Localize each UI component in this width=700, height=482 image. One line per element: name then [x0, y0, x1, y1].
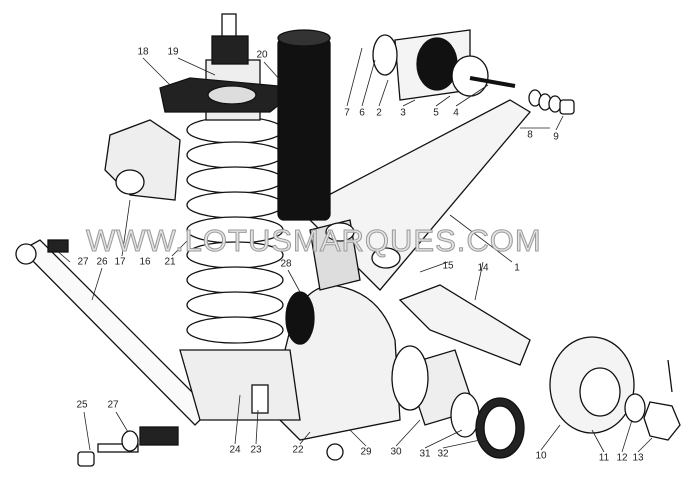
washer	[121, 430, 139, 452]
damper-top	[211, 35, 249, 65]
bump-stop-tube	[277, 37, 331, 221]
watermark: WWW.LOTUSMARQUES.COM	[86, 223, 542, 259]
nut	[77, 451, 95, 467]
uj-cross	[371, 247, 401, 269]
bolt	[97, 443, 139, 453]
lower-link	[20, 239, 211, 426]
part-label-8: 8	[527, 129, 533, 141]
nut-9	[559, 99, 575, 115]
part-label-18: 18	[137, 46, 149, 58]
part-label-2: 2	[376, 107, 382, 119]
plate-hole	[207, 85, 257, 105]
part-label-20: 20	[256, 49, 268, 61]
bearing-face	[391, 345, 429, 411]
part-label-9: 9	[553, 131, 559, 143]
part-label-5: 5	[433, 107, 439, 119]
part-label-27-lower: 27	[107, 399, 119, 411]
spacer-31	[450, 392, 480, 438]
bolt-23	[251, 384, 269, 414]
castle-nut-13	[643, 401, 681, 441]
part-label-1: 1	[514, 262, 520, 274]
tube-top	[277, 29, 331, 47]
stud-4	[469, 76, 516, 88]
washer-stack-8	[528, 89, 562, 113]
part-label-7: 7	[344, 107, 350, 119]
part-label-6: 6	[359, 107, 365, 119]
part-label-14: 14	[477, 262, 489, 274]
part-label-32: 32	[437, 448, 449, 460]
bush-27	[139, 426, 179, 446]
part-label-29: 29	[360, 446, 372, 458]
part-label-27: 27	[77, 256, 89, 268]
coil-spring	[186, 116, 284, 344]
part-label-26: 26	[96, 256, 108, 268]
part-label-21: 21	[164, 256, 176, 268]
damper-stud	[221, 13, 237, 37]
part-label-25: 25	[76, 399, 88, 411]
part-label-19: 19	[167, 46, 179, 58]
part-label-13: 13	[632, 452, 644, 464]
seal-28	[285, 291, 315, 345]
drive-shaft	[398, 284, 531, 366]
rubber-mount	[416, 37, 458, 91]
part-label-24: 24	[229, 444, 241, 456]
washer-6	[372, 34, 398, 76]
leader-lines	[55, 47, 653, 453]
part-label-30: 30	[390, 446, 402, 458]
part-label-16: 16	[139, 256, 151, 268]
washer-5	[451, 55, 489, 97]
part-label-23: 23	[250, 444, 262, 456]
part-label-3: 3	[400, 107, 406, 119]
hub-spline	[579, 367, 621, 417]
link-eye	[15, 243, 37, 265]
nut-22	[326, 443, 344, 461]
part-label-17: 17	[114, 256, 126, 268]
washer-12	[624, 393, 646, 423]
part-label-10: 10	[535, 450, 547, 462]
part-label-15: 15	[442, 260, 454, 272]
seal-bore	[483, 405, 517, 451]
yoke-bore	[115, 169, 145, 195]
part-label-28: 28	[280, 258, 292, 270]
bush	[47, 239, 69, 253]
part-label-4: 4	[453, 107, 459, 119]
part-label-31: 31	[419, 448, 431, 460]
part-label-11: 11	[598, 452, 610, 464]
part-label-22: 22	[292, 444, 304, 456]
part-label-12: 12	[616, 452, 628, 464]
split-pin	[667, 359, 673, 393]
swivel-bore	[325, 222, 355, 242]
base-bracket	[179, 349, 301, 421]
